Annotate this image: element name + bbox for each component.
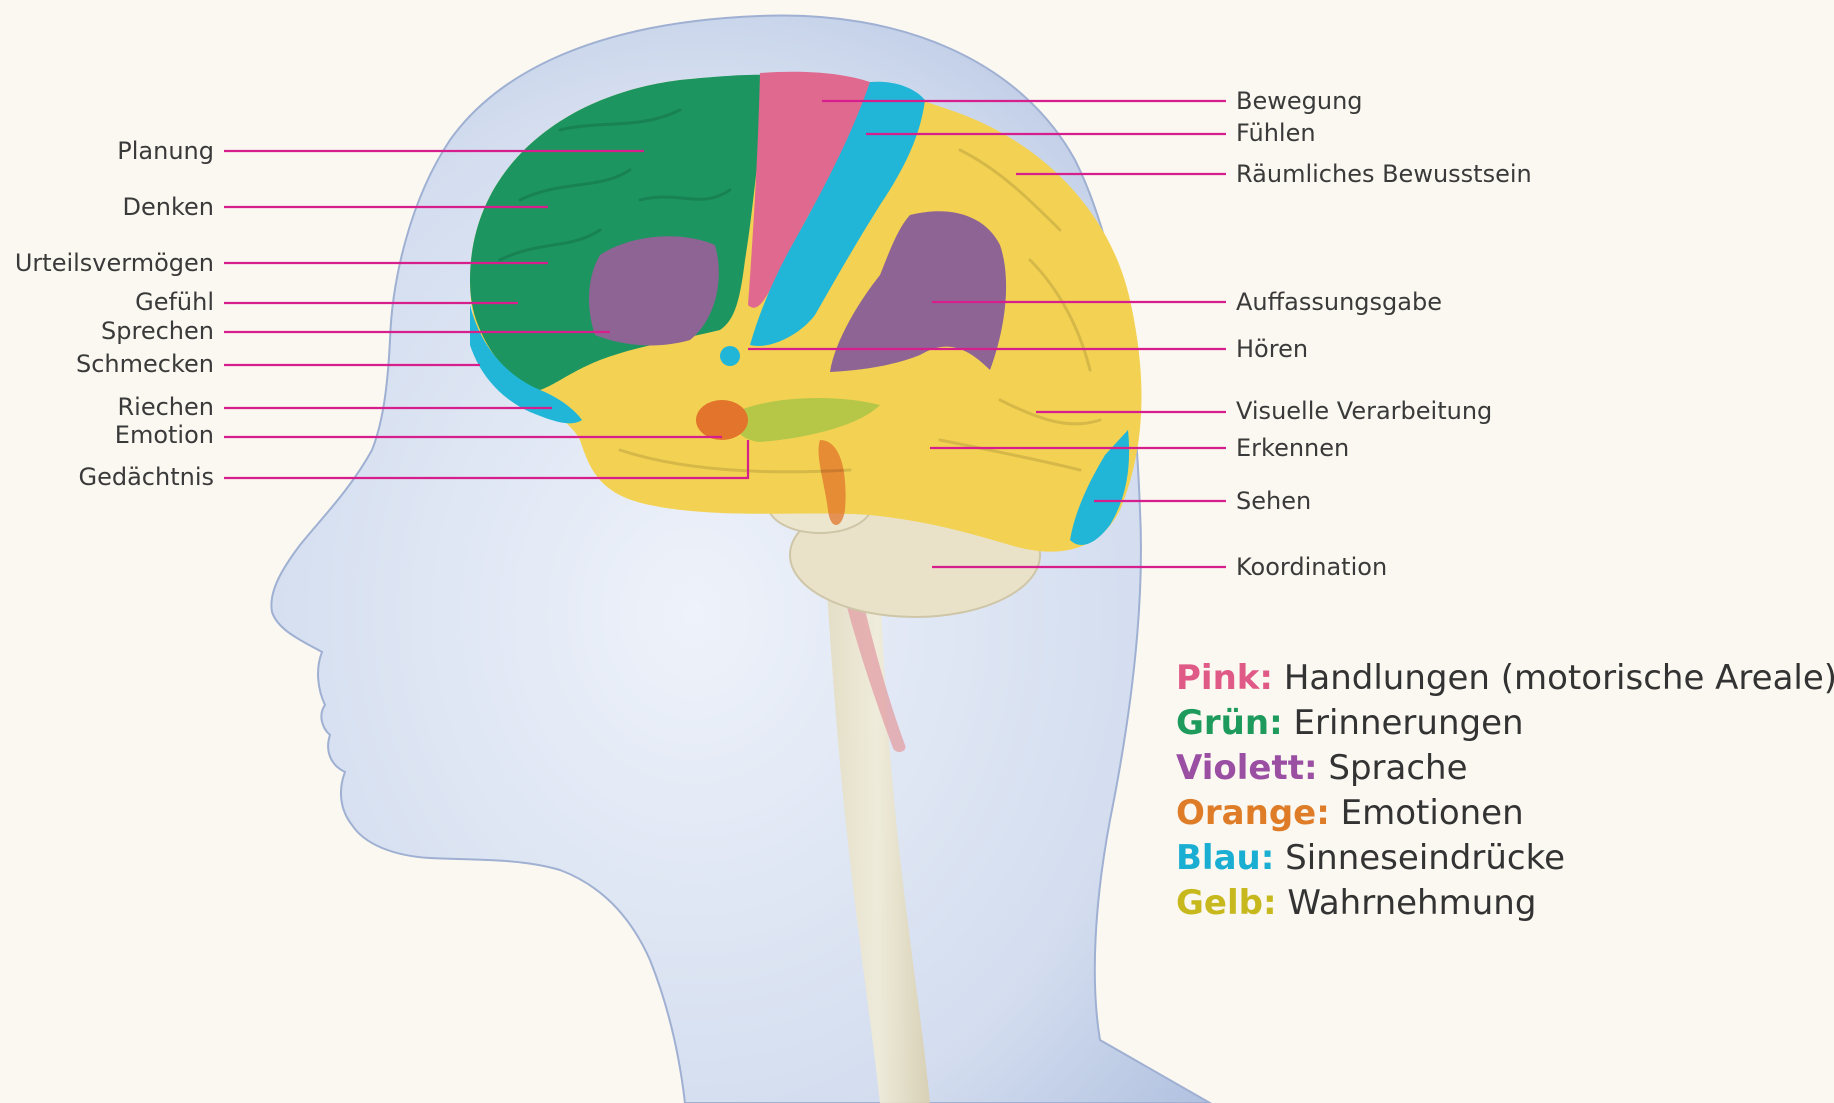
legend-key-blau: Blau: [1176,838,1274,878]
brain-violet-broca [589,236,719,345]
label-sehen: Sehen [1236,487,1311,515]
label-denken: Denken [123,193,214,221]
legend-key-violett: Violett: [1176,748,1318,788]
legend-text-gruen: Erinnerungen [1294,703,1524,743]
label-schmecken: Schmecken [76,350,214,378]
color-legend: Pink: Handlungen (motorische Areale) Grü… [1176,656,1834,926]
label-hoeren: Hören [1236,335,1308,363]
legend-key-pink: Pink: [1176,658,1273,698]
legend-key-gelb: Gelb: [1176,883,1277,923]
legend-text-gelb: Wahrnehmung [1287,883,1536,923]
label-urteilsvermoegen: Urteilsvermögen [15,249,214,277]
label-sprechen: Sprechen [101,317,214,345]
legend-row-blau: Blau: Sinneseindrücke [1176,836,1834,881]
label-auffassungsgabe: Auffassungsgabe [1236,288,1442,316]
label-bewegung: Bewegung [1236,87,1363,115]
legend-row-gelb: Gelb: Wahrnehmung [1176,881,1834,926]
label-koordination: Koordination [1236,553,1387,581]
label-emotion: Emotion [115,421,214,449]
legend-key-gruen: Grün: [1176,703,1283,743]
legend-key-orange: Orange: [1176,793,1330,833]
label-gefuehl: Gefühl [135,288,214,316]
label-erkennen: Erkennen [1236,434,1349,462]
label-gedaechtnis: Gedächtnis [78,463,214,491]
legend-text-blau: Sinneseindrücke [1285,838,1565,878]
brain-amygdala [696,400,748,440]
label-planung: Planung [117,137,214,165]
legend-text-violett: Sprache [1328,748,1467,788]
label-visuelle-verarbeitung: Visuelle Verarbeitung [1236,397,1492,425]
legend-row-gruen: Grün: Erinnerungen [1176,701,1834,746]
legend-row-pink: Pink: Handlungen (motorische Areale) [1176,656,1834,701]
legend-row-violett: Violett: Sprache [1176,746,1834,791]
label-riechen: Riechen [118,393,215,421]
legend-text-orange: Emotionen [1341,793,1524,833]
legend-row-orange: Orange: Emotionen [1176,791,1834,836]
legend-text-pink: Handlungen (motorische Areale) [1284,658,1834,698]
label-raeumliches-bewusstsein: Räumliches Bewusstsein [1236,160,1532,188]
label-fuehlen: Fühlen [1236,119,1316,147]
brain-blue-auditory [720,346,740,366]
